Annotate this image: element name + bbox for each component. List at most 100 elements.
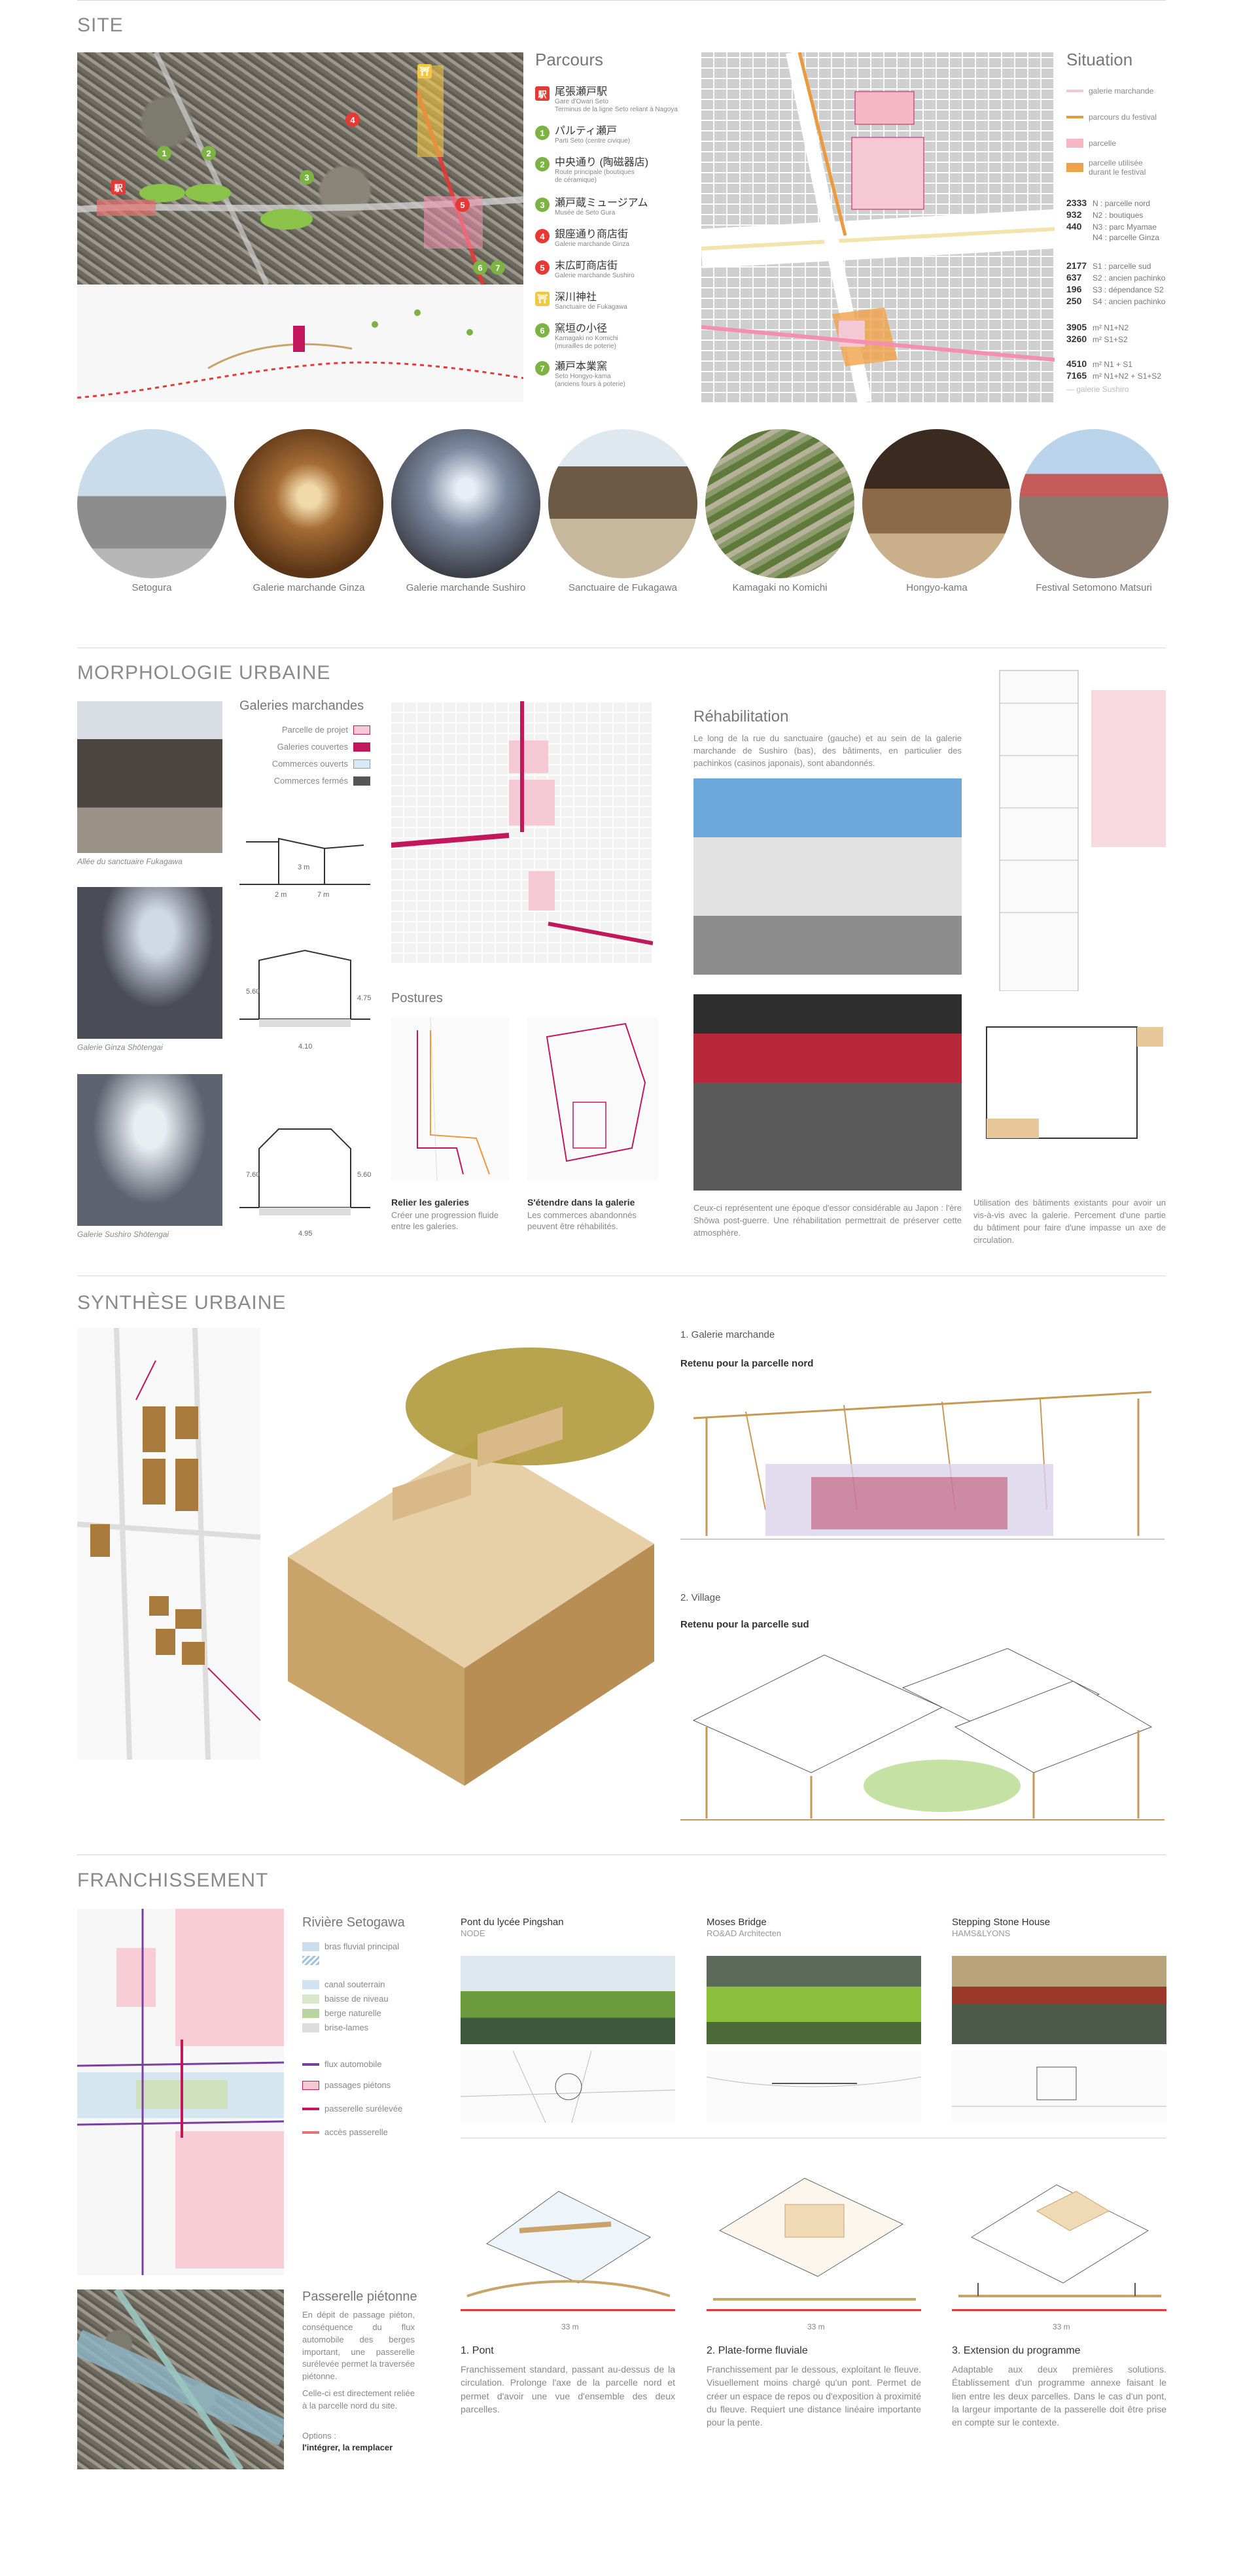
stat-value: 440 — [1066, 221, 1082, 232]
section-redline — [707, 2309, 921, 2311]
circle-caption: Galerie marchande Ginza — [253, 582, 365, 593]
photo-caption: Galerie Ginza Shōtengai — [77, 1043, 163, 1052]
stat-row: N4 : parcelle Ginza — [1066, 233, 1159, 242]
photo-galerie-ginza-shotengai — [77, 887, 222, 1039]
legend-swatch — [302, 2063, 319, 2066]
parcours-fr: Galerie marchande Ginza — [555, 240, 629, 248]
option-sketch-2 — [713, 2178, 916, 2301]
synthese-sketch-galerie — [680, 1391, 1164, 1540]
rehab-text: Le long de la rue du sanctuaire (gauche)… — [693, 733, 962, 768]
stat-value: 3260 — [1066, 334, 1087, 344]
option-label: 2. Plate-forme fluviale — [707, 2345, 808, 2356]
map-marker-6: 6 — [473, 260, 487, 275]
dim-label: 7.60 — [246, 1171, 260, 1179]
rehab-title: Réhabilitation — [693, 708, 789, 725]
dim-label: 5.60 — [357, 1171, 372, 1179]
map-marker-5: 5 — [455, 198, 470, 212]
postures-title: Postures — [391, 991, 443, 1005]
dim-label: 2 m — [275, 891, 287, 899]
stat-label: N4 : parcelle Ginza — [1093, 233, 1160, 242]
map-marker-7: 7 — [491, 260, 505, 275]
passerelle-text: En dépit de passage piéton, conséquence … — [302, 2310, 415, 2382]
legend-swatch — [353, 759, 370, 769]
synthese-model — [288, 1348, 654, 1786]
photo-caption: Allée du sanctuaire Fukagawa — [77, 857, 183, 866]
stat-label: m² S1+S2 — [1093, 335, 1128, 344]
rehab-caption-2: Utilisation des bâtiments existants pour… — [973, 1198, 1166, 1245]
legend-row: parcours du festival — [1066, 113, 1157, 122]
photo-festival — [1019, 429, 1168, 578]
marker-icon: 1 — [535, 126, 550, 140]
marker-icon: 4 — [535, 229, 550, 243]
legend-swatch — [1066, 163, 1083, 172]
synthese-opt2-label: 2. Village — [680, 1592, 721, 1603]
photo-rehab-pachinko-1 — [693, 778, 962, 975]
map-marker-4: 4 — [345, 113, 360, 127]
legend-row: passages piétons — [302, 2080, 391, 2090]
marker-icon: 6 — [535, 323, 550, 338]
parcours-jp: 窯垣の小径 — [555, 323, 608, 334]
rehab-caption: Ceux-ci représentent une époque d'essor … — [693, 1203, 962, 1238]
parcours-fr: Galerie marchande Sushiro — [555, 271, 635, 279]
legend-swatch — [302, 2023, 319, 2032]
legend-label: berge naturelle — [324, 2008, 381, 2018]
situation-legend: galerie marchande parcours du festival p… — [1066, 86, 1164, 198]
legend-row: flux automobile — [302, 2059, 381, 2069]
ref-author: HAMS&LYONS — [952, 1928, 1011, 1938]
top-rule — [77, 0, 1166, 1]
legend-swatch — [1066, 139, 1083, 148]
synthese-sketch-village — [680, 1648, 1164, 1820]
photo-galerie-sushiro-shotengai — [77, 1074, 222, 1226]
parcours-jp: パルティ瀬戸 — [555, 126, 618, 137]
stat-label: S3 : dépendance S2 — [1093, 285, 1164, 294]
legend-label: accès passerelle — [324, 2127, 388, 2137]
parcours-jp: 銀座通り商店街 — [555, 229, 629, 240]
stat-value: 3905 — [1066, 322, 1087, 332]
stat-label: N2 : boutiques — [1093, 211, 1144, 220]
parcours-jp: 瀬戸本業窯 — [555, 361, 608, 372]
legend-row: baisse de niveau — [302, 1994, 389, 2004]
photo-sanctuaire-fukagawa — [548, 429, 697, 578]
option-text: Franchissement standard, passant au-dess… — [461, 2364, 675, 2414]
site-aerial-photo: 1 2 3 4 5 6 7 駅 ⛩ — [77, 52, 523, 285]
legend-label: parcours du festival — [1089, 113, 1157, 122]
synthese-opt1-retenu: Retenu pour la parcelle nord — [680, 1358, 814, 1369]
legend-row: Commerces ouverts — [272, 759, 370, 769]
photo-galerie-sushiro — [391, 429, 540, 578]
marker-icon: 5 — [535, 260, 550, 275]
parcours-fr: Route principale (boutiques — [555, 168, 635, 176]
legend-swatch — [353, 725, 370, 735]
ref-photo-pingshan — [461, 1956, 675, 2044]
map-marker-1: 1 — [157, 146, 171, 160]
legend-row: canal souterrain — [302, 1979, 385, 1989]
morphologie-section-title: MORPHOLOGIE URBAINE — [77, 662, 331, 684]
legend-swatch — [302, 1956, 319, 1965]
stat-label: S2 : ancien pachinko — [1093, 273, 1166, 283]
parcours-fr: Sanctuaire de Fukagawa — [555, 303, 627, 311]
stat-value: 4510 — [1066, 358, 1087, 369]
legend-label: Parcelle de projet — [281, 725, 348, 735]
ref-title: Moses Bridge — [707, 1917, 767, 1928]
legend-label: parcelle utilisée durant le festival — [1089, 158, 1146, 177]
ref-plan-1 — [461, 2051, 675, 2123]
legend-label: parcelle — [1089, 139, 1117, 148]
circle-caption: Hongyo-kama — [906, 582, 968, 593]
legend-label: canal souterrain — [324, 1979, 385, 1989]
legend-row: galerie marchande — [1066, 86, 1153, 96]
site-route-map — [77, 286, 523, 402]
parcours-fr2: (anciens fours à poterie) — [555, 381, 625, 389]
map-marker-station: 駅 — [111, 180, 126, 194]
stat-label: S4 : ancien pachinko — [1093, 297, 1166, 306]
dim-label: 5.60 — [246, 988, 260, 996]
photo-caption: Galerie Sushiro Shōtengai — [77, 1230, 169, 1239]
legend-label: Galeries couvertes — [277, 742, 348, 752]
